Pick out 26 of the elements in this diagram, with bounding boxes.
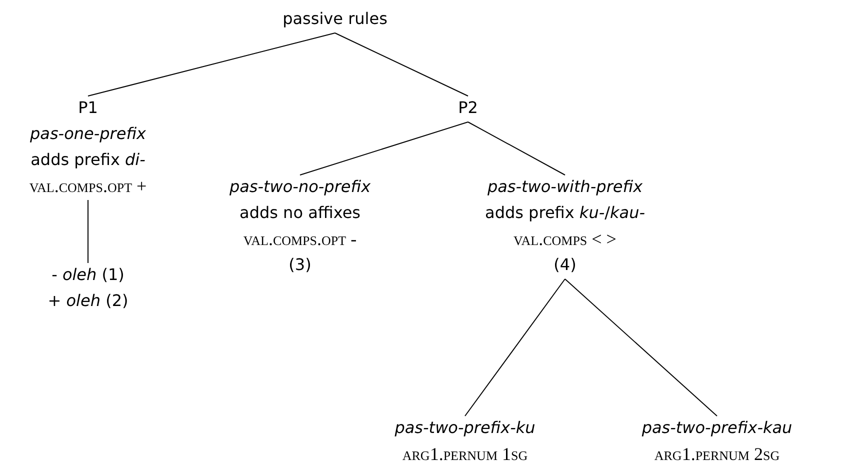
tree-branch	[300, 122, 468, 176]
node-text: + oleh (2)	[48, 290, 128, 312]
tree-branch	[334, 32, 468, 96]
tree-branch	[88, 32, 336, 96]
tree-branch	[464, 278, 566, 416]
rule-name: pas-two-no-prefix	[229, 176, 371, 198]
feature-constraint: val.comps < >	[512, 228, 618, 251]
node-text: (3)	[288, 254, 312, 276]
feature-constraint: val.comps.opt +	[29, 175, 147, 198]
node-text: adds prefix di-	[30, 149, 146, 171]
node-text: (4)	[552, 254, 578, 276]
feature-constraint: val.comps.opt -	[242, 228, 358, 251]
feature-constraint: arg1.pernum 1sg	[401, 443, 529, 463]
node-text: adds prefix ku-/kau-	[485, 202, 645, 224]
node-text: P1	[77, 97, 99, 119]
tree-branch	[468, 122, 566, 176]
tree-branch	[564, 278, 718, 416]
rule-name: pas-two-with-prefix	[486, 176, 644, 198]
rule-name: pas-two-prefix-kau	[642, 417, 792, 439]
node-text: passive rules	[282, 8, 388, 30]
node-text: adds no affixes	[238, 202, 362, 224]
node-text: - oleh (1)	[50, 264, 126, 286]
node-text: P2	[458, 97, 478, 119]
rule-name: pas-one-prefix	[29, 123, 147, 145]
feature-constraint: arg1.pernum 2sg	[653, 443, 781, 463]
rule-name: pas-two-prefix-ku	[394, 417, 536, 439]
